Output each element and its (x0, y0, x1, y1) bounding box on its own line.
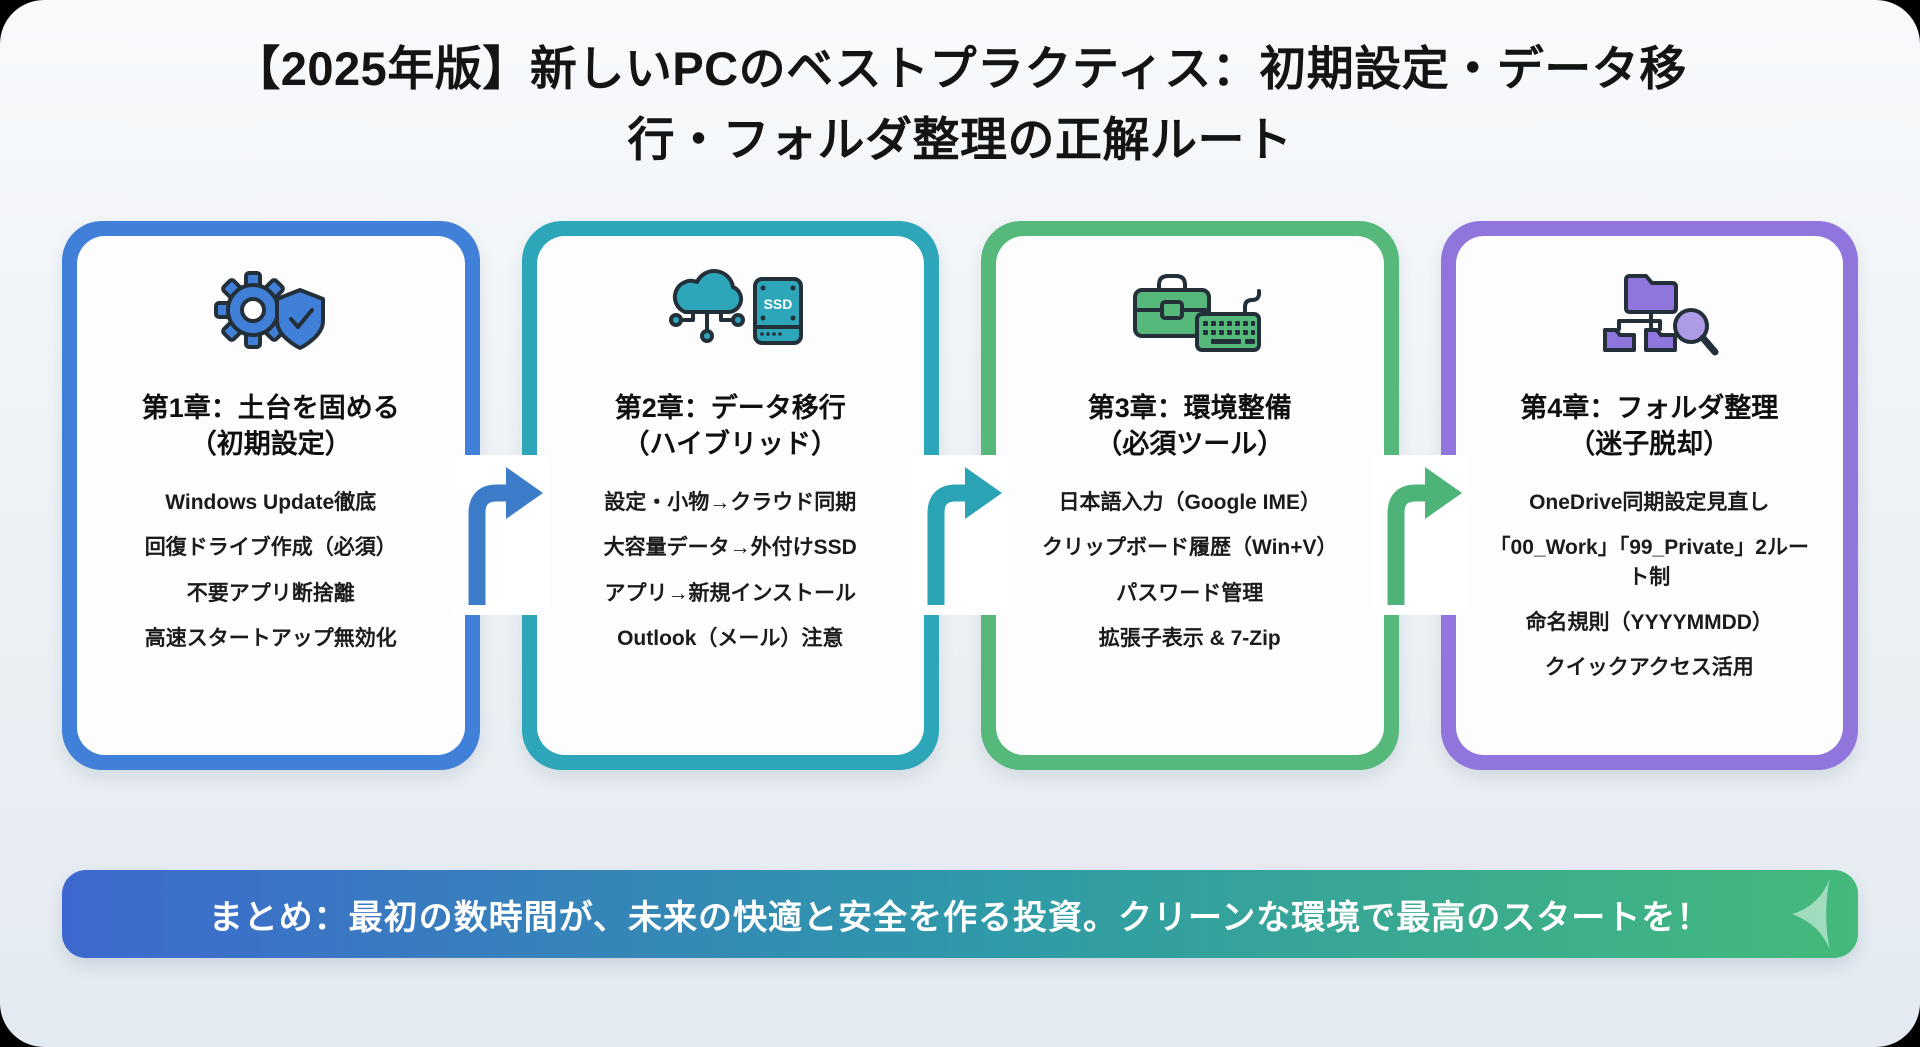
arrow-gap (912, 221, 1008, 770)
card-item: 高速スタートアップ無効化 (144, 627, 397, 651)
card-item-list: 日本語入力（Google IME） クリップボード履歴（Win+V） パスワード… (1008, 488, 1372, 654)
card-subtitle: （初期設定） (189, 429, 352, 460)
chapter-card-4-body: 第4章：フォルダ整理 （迷子脱却） OneDrive同期設定見直し 「00_Wo… (1455, 236, 1843, 755)
card-item: 回復ドライブ作成（必須） (144, 536, 397, 560)
card-item: 設定・小物→クラウド同期 (604, 490, 857, 514)
arrow-gap (452, 221, 549, 770)
card-subtitle: （迷子脱却） (1568, 429, 1731, 460)
card-item: クイックアクセス活用 (1544, 656, 1754, 680)
card-title: 第2章：データ移行 (614, 393, 846, 423)
cloud-sync-ssd-icon: SSD (549, 260, 913, 368)
gear-shield-check-icon (89, 260, 453, 368)
card-item: 大容量データ→外付けSSD (603, 536, 857, 560)
card-item-list: Windows Update徹底 回復ドライブ作成（必須） 不要アプリ断捨離 高… (89, 488, 453, 654)
page-curl-decoration (1792, 878, 1830, 950)
arrow-gap (1371, 221, 1468, 770)
card-item: 「00_Work」「99_Private」2ルート制 (1489, 536, 1809, 589)
card-item-list: OneDrive同期設定見直し 「00_Work」「99_Private」2ルー… (1468, 488, 1832, 683)
summary-banner: まとめ：最初の数時間が、未来の快適と安全を作る投資。クリーンな環境で最高のスター… (62, 870, 1858, 958)
card-item: 不要アプリ断捨離 (186, 581, 355, 605)
chapter-card-2: SSD 第2章：データ移行 （ハイブリッド） 設定・小物→クラウド同期 大容量デ… (521, 221, 939, 770)
card-title: 第4章：フォルダ整理 (1520, 393, 1779, 423)
card-item-list: 設定・小物→クラウド同期 大容量データ→外付けSSD アプリ→新規インストール … (549, 488, 913, 654)
chapter-card-1-body: 第1章：土台を固める （初期設定） Windows Update徹底 回復ドライ… (77, 236, 465, 755)
flow-arrow-2 (912, 455, 1008, 615)
card-item: Windows Update徹底 (165, 490, 377, 514)
card-item: アプリ→新規インストール (604, 581, 857, 605)
page-title: 【2025年版】新しいPCのベストプラクティス：初期設定・データ移行・フォルダ整… (233, 42, 1687, 166)
chapter-card-4: 第4章：フォルダ整理 （迷子脱却） OneDrive同期設定見直し 「00_Wo… (1440, 221, 1858, 770)
folder-tree-search-icon (1468, 260, 1832, 368)
ssd-label: SSD (764, 296, 793, 312)
card-item: 命名規則（YYYYMMDD） (1525, 611, 1773, 635)
flow-arrow-3 (1371, 455, 1468, 615)
flow-arrow-1 (452, 455, 549, 615)
chapter-card-3: 第3章：環境整備 （必須ツール） 日本語入力（Google IME） クリップボ… (981, 221, 1399, 770)
card-item: クリップボード履歴（Win+V） (1041, 536, 1338, 560)
card-title: 第3章：環境整備 (1087, 393, 1292, 423)
toolbox-keyboard-icon (1008, 260, 1372, 368)
card-item: Outlook（メール）注意 (617, 627, 844, 651)
card-subtitle: （ハイブリッド） (622, 429, 838, 460)
card-item: OneDrive同期設定見直し (1529, 490, 1770, 514)
chapter-cards-row: 第1章：土台を固める （初期設定） Windows Update徹底 回復ドライ… (62, 221, 1858, 770)
card-item: 日本語入力（Google IME） (1058, 490, 1322, 514)
card-subtitle: （必須ツール） (1095, 429, 1285, 460)
card-item: 拡張子表示 & 7-Zip (1098, 627, 1281, 651)
card-title: 第1章：土台を固める (141, 393, 400, 423)
summary-text: まとめ：最初の数時間が、未来の快適と安全を作る投資。クリーンな環境で最高のスター… (208, 898, 1712, 937)
card-item: パスワード管理 (1116, 581, 1264, 605)
chapter-card-1: 第1章：土台を固める （初期設定） Windows Update徹底 回復ドライ… (62, 221, 480, 770)
chapter-card-3-body: 第3章：環境整備 （必須ツール） 日本語入力（Google IME） クリップボ… (996, 236, 1384, 755)
chapter-card-2-body: SSD 第2章：データ移行 （ハイブリッド） 設定・小物→クラウド同期 大容量デ… (536, 236, 924, 755)
